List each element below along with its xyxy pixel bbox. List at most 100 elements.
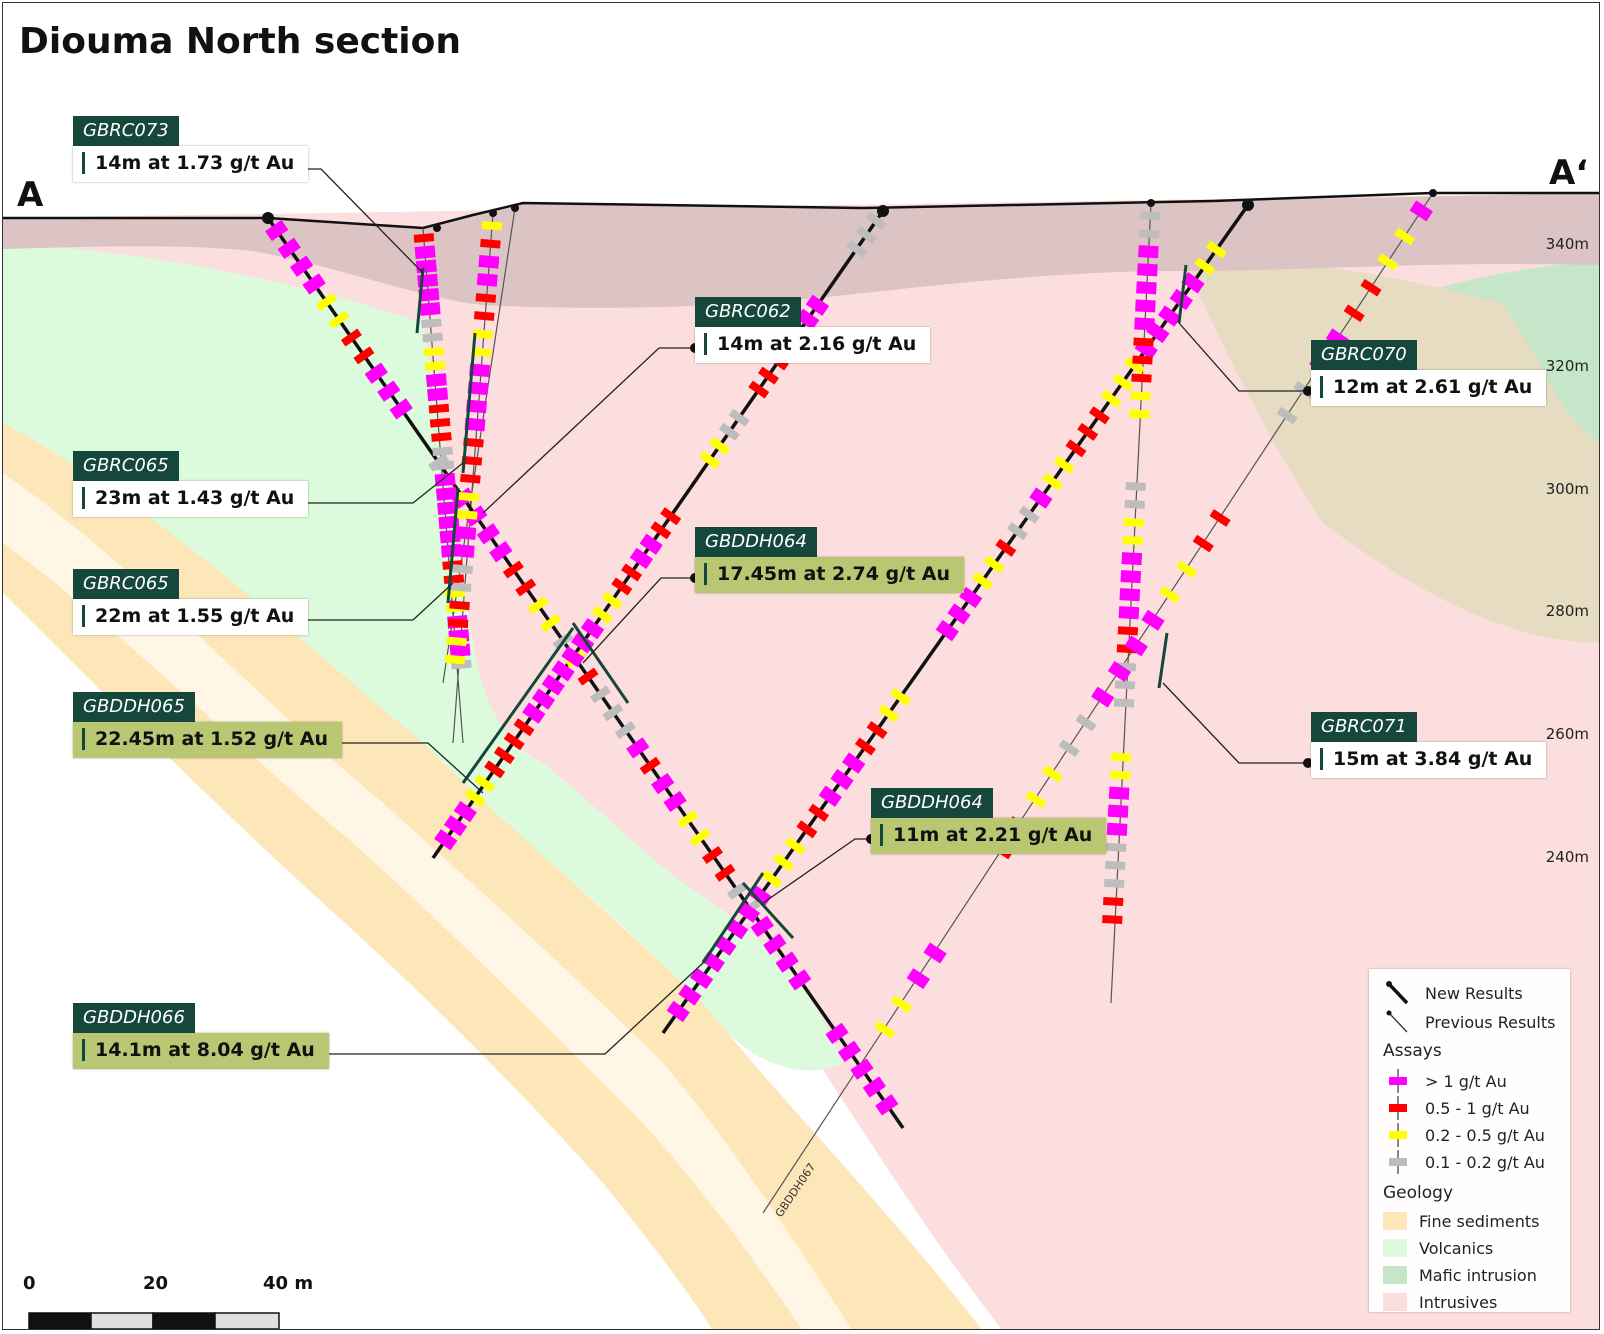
assay-interval bbox=[666, 1000, 690, 1023]
assay-interval bbox=[377, 380, 401, 402]
assay-interval bbox=[874, 1020, 896, 1039]
assay-interval bbox=[476, 273, 498, 287]
assay-interval bbox=[455, 526, 477, 540]
assay-interval bbox=[1075, 713, 1097, 732]
assay-interval bbox=[1276, 406, 1298, 425]
assay-interval bbox=[1124, 635, 1148, 657]
assay-interval bbox=[1088, 406, 1110, 425]
assay-interval bbox=[1120, 570, 1142, 584]
legend-geology-row: Intrusives bbox=[1383, 1290, 1497, 1314]
assay-interval bbox=[865, 211, 887, 230]
assay-interval bbox=[456, 510, 478, 520]
legend-label: > 1 g/t Au bbox=[1425, 1071, 1507, 1091]
assay-interval bbox=[580, 618, 605, 640]
assay-interval bbox=[611, 577, 633, 596]
assay-interval bbox=[830, 768, 854, 791]
scale-segment bbox=[152, 1312, 216, 1329]
marker-bar bbox=[704, 563, 707, 585]
assay-interval bbox=[602, 703, 624, 722]
assay-interval bbox=[788, 969, 812, 991]
new-hole-symbol-icon bbox=[1386, 981, 1409, 1005]
assay-interval bbox=[415, 259, 437, 274]
callout-gbrc065-a: GBRC065 23m at 1.43 g/t Au bbox=[73, 451, 309, 517]
hole-id-tag: GBDDH064 bbox=[695, 527, 817, 557]
collar-point bbox=[433, 224, 441, 232]
assay-interval bbox=[389, 398, 413, 420]
intercept-bracket bbox=[415, 267, 425, 334]
assay-interval bbox=[591, 605, 613, 624]
collar-point bbox=[1147, 199, 1155, 207]
scale-label: 20 bbox=[143, 1273, 169, 1294]
assay-interval bbox=[1042, 472, 1064, 491]
assay-interval bbox=[447, 618, 469, 629]
hole-id-tag: GBDDH065 bbox=[73, 692, 195, 722]
assay-interval bbox=[689, 828, 711, 847]
marker-bar bbox=[704, 333, 707, 355]
assay-interval bbox=[761, 869, 783, 889]
assay-interval bbox=[1123, 517, 1144, 528]
assay-interval bbox=[466, 399, 487, 414]
intercept-result: 22.45m at 1.52 g/t Au bbox=[73, 722, 342, 758]
assay-interval bbox=[995, 538, 1017, 557]
leader-line bbox=[1178, 322, 1308, 392]
legend-label: 0.1 - 0.2 g/t Au bbox=[1425, 1152, 1545, 1172]
assay-interval bbox=[476, 523, 501, 545]
marker-bar bbox=[82, 728, 85, 750]
assay-interval bbox=[540, 613, 562, 633]
assay-interval bbox=[750, 915, 774, 938]
assay-interval bbox=[428, 403, 450, 414]
scale-bar bbox=[28, 1312, 280, 1329]
collar-point bbox=[1242, 199, 1254, 211]
hole-id-tag: GBRC062 bbox=[695, 297, 801, 327]
assay-interval bbox=[866, 720, 888, 740]
assay-interval bbox=[854, 737, 876, 756]
assay-interval bbox=[651, 772, 675, 795]
assay-interval bbox=[434, 829, 458, 851]
assay-interval bbox=[425, 373, 447, 387]
hole-id-tag: GBDDH066 bbox=[73, 1003, 195, 1033]
legend-assay-row: 0.2 - 0.5 g/t Au bbox=[1383, 1123, 1545, 1147]
assay-interval bbox=[1117, 626, 1139, 636]
elevation-label: 340m bbox=[1545, 235, 1589, 253]
assay-interval bbox=[431, 432, 452, 442]
assay-interval bbox=[660, 507, 682, 526]
previous-hole-trace bbox=[1110, 202, 1152, 1004]
assay-interval bbox=[470, 347, 492, 358]
legend-label: Mafic intrusion bbox=[1419, 1265, 1537, 1285]
assay-interval bbox=[1360, 278, 1382, 297]
elevation-label: 280m bbox=[1545, 602, 1589, 620]
assay-interval bbox=[1130, 391, 1151, 401]
assay-interval bbox=[527, 596, 549, 615]
assay-interval bbox=[1007, 522, 1028, 541]
assay-interval bbox=[808, 803, 830, 822]
assay-magenta-icon bbox=[1389, 1069, 1407, 1093]
assay-interval bbox=[923, 942, 947, 964]
assay-interval bbox=[460, 473, 481, 484]
assay-interval bbox=[1377, 253, 1399, 271]
assay-interval bbox=[971, 571, 993, 590]
callout-gbddh066: GBDDH066 14.1m at 8.04 g/t Au bbox=[73, 1003, 329, 1069]
elevation-label: 260m bbox=[1545, 725, 1589, 743]
assay-interval bbox=[1091, 686, 1115, 708]
assay-interval bbox=[316, 292, 337, 311]
leader-line bbox=[762, 838, 871, 904]
assay-interval bbox=[1157, 305, 1182, 327]
intercept-result: 12m at 2.61 g/t Au bbox=[1311, 370, 1547, 406]
assay-interval bbox=[837, 1040, 862, 1062]
elevation-label: 320m bbox=[1545, 357, 1589, 375]
hole-id-tag: GBRC071 bbox=[1311, 712, 1417, 742]
assay-interval bbox=[1129, 409, 1150, 419]
assay-interval bbox=[464, 417, 486, 432]
assay-interval bbox=[614, 721, 636, 740]
assay-interval bbox=[663, 790, 687, 813]
assay-interval bbox=[474, 774, 496, 793]
leader-line bbox=[321, 742, 484, 794]
assay-interval bbox=[1133, 337, 1154, 347]
collar-points bbox=[262, 189, 1437, 232]
section-end-right: A‘ bbox=[1549, 153, 1589, 193]
leader-line bbox=[1162, 682, 1308, 764]
assay-yellow-icon bbox=[1389, 1123, 1407, 1147]
intercept-brackets bbox=[415, 264, 1188, 964]
assay-interval bbox=[678, 984, 702, 1006]
assay-interval bbox=[1122, 535, 1144, 546]
